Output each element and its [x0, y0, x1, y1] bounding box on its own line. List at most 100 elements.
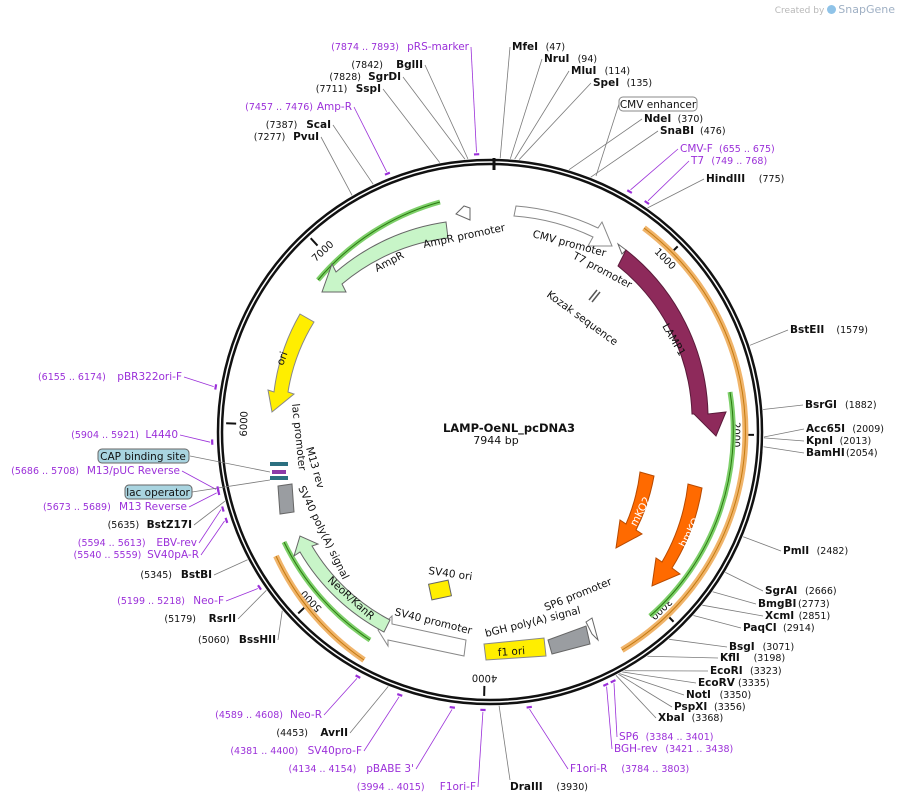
primer-name: pRS-marker	[407, 41, 470, 53]
primer-name: SV40pA-R	[147, 549, 199, 561]
label-f1-ori: f1 ori	[497, 645, 525, 659]
primer-site: F1ori-R(3784 .. 3803)	[570, 763, 689, 775]
enzyme-name: RsrII	[209, 613, 236, 625]
feature-f1-ori	[483, 637, 547, 661]
enzyme-site: PaqCI(2914)	[743, 622, 815, 634]
enzyme-position: (2009)	[852, 424, 884, 435]
primer-leader-line	[477, 711, 484, 788]
enzyme-site: Acc65I(2009)	[806, 423, 884, 435]
svg-text:lac operator: lac operator	[126, 487, 190, 499]
enzyme-position: (3335)	[738, 678, 770, 689]
primer-range: (3421 .. 3438)	[665, 744, 733, 755]
primer-name: BGH-rev	[614, 743, 658, 755]
feature-cmv-promoter	[513, 205, 613, 247]
primer-leader-line	[470, 46, 477, 153]
primer-site: M13/pUC Reverse(5686 .. 5708)	[11, 465, 180, 477]
primer-site: pBABE 3'(4134 .. 4154)	[289, 763, 414, 775]
feature-m13rev-bar	[270, 462, 288, 466]
enzyme-leader-line	[615, 675, 657, 719]
primer-range: (4134 .. 4154)	[289, 764, 357, 775]
enzyme-site: BstZ17I(5635)	[108, 519, 192, 531]
primer-leader-line	[353, 106, 388, 172]
boxed-cap-binding-site: CAP binding site	[97, 448, 190, 464]
enzyme-position: (3356)	[714, 702, 746, 713]
feature-kozak-mark	[588, 289, 598, 301]
enzyme-name: SgrAI	[765, 585, 797, 597]
orf-arc-orange-right	[620, 225, 749, 653]
label-lac-promoter: lac promoter	[289, 403, 308, 472]
enzyme-position: (3323)	[750, 666, 782, 677]
plasmid-length: 7944 bp	[473, 434, 518, 447]
enzyme-leader-line	[763, 404, 804, 410]
enzyme-position: (2773)	[798, 599, 830, 610]
orf-arc-green-top-line	[317, 201, 441, 281]
primer-range: (4381 .. 4400)	[230, 746, 298, 757]
enzyme-name: NdeI	[644, 113, 671, 125]
enzyme-leader-line	[518, 82, 592, 160]
enzyme-name: PspXI	[674, 701, 707, 713]
enzyme-position: (7842)	[351, 60, 383, 71]
primer-name: L4440	[145, 429, 178, 441]
enzyme-site: MfeI(47)	[512, 41, 565, 53]
enzyme-name: PvuI	[293, 131, 319, 143]
primer-range: (4589 .. 4608)	[215, 710, 283, 721]
enzyme-name: MfeI	[512, 41, 538, 53]
enzyme-name: EcoRI	[710, 665, 743, 677]
primer-range: (5904 .. 5921)	[71, 430, 139, 441]
enzyme-position: (114)	[605, 66, 631, 77]
label-sv40-ori: SV40 ori	[428, 565, 473, 583]
feature-ampr-promoter	[455, 205, 471, 221]
feature-lac-bar	[272, 470, 286, 474]
boxed-cmv-enhancer: CMV enhancer	[618, 96, 698, 112]
boxed-lac-operator: lac operator	[124, 484, 193, 500]
primer-name: SV40pro-F	[308, 745, 362, 757]
feature-bgh-polya	[547, 625, 591, 655]
enzyme-name: SpeI	[593, 77, 619, 89]
primer-bar	[224, 517, 229, 524]
enzyme-position: (135)	[627, 78, 653, 89]
orf-arc-orange-right-line	[621, 227, 746, 651]
primer-bar	[626, 189, 633, 194]
enzyme-site: PmlI(2482)	[783, 545, 848, 557]
primer-range: (5594 .. 5613)	[78, 538, 146, 549]
enzyme-leader-line	[743, 536, 782, 552]
primer-site: SV40pA-R (5540 .. 5559)	[74, 549, 199, 561]
primer-bar	[526, 705, 532, 709]
enzyme-leader-line	[382, 88, 441, 163]
enzyme-leader-line	[763, 446, 805, 454]
primer-range: (7874 .. 7893)	[331, 42, 399, 53]
primer-range: (5540 .. 5559)	[74, 550, 142, 561]
primer-name: Neo-F	[193, 595, 224, 607]
enzyme-position: (1579)	[836, 325, 868, 336]
enzyme-position: (7387)	[266, 120, 298, 131]
enzyme-name: XbaI	[658, 712, 685, 724]
primer-leader-line	[613, 683, 618, 738]
enzyme-position: (1882)	[845, 400, 877, 411]
primer-site: EBV-rev(5594 .. 5613)	[78, 537, 197, 549]
enzyme-name: EcoRV	[698, 677, 736, 689]
enzyme-site: KpnI(2013)	[806, 435, 871, 447]
primer-leader-line	[323, 678, 358, 716]
feature-sv40-promoter	[377, 614, 467, 657]
primer-site: Neo-F(5199 .. 5218)	[117, 595, 224, 607]
label-ori: ori	[275, 350, 291, 367]
enzyme-position: (5060)	[198, 635, 230, 646]
enzyme-leader-line	[514, 70, 570, 160]
feature-ori	[267, 313, 315, 413]
enzyme-site: EcoRI (3323)	[710, 665, 782, 677]
enzyme-position: (2482)	[817, 546, 849, 557]
enzyme-position: (5179)	[164, 614, 196, 625]
enzyme-position: (2851)	[799, 611, 831, 622]
primer-site: L4440 (5904 .. 5921)	[71, 429, 178, 441]
enzyme-site: BamHI(2054)	[806, 447, 878, 459]
primer-bar	[449, 705, 456, 709]
scale-tick	[309, 237, 319, 247]
primer-site: T7(749 .. 768)	[690, 155, 767, 167]
enzyme-site: DraIII(3930)	[510, 781, 588, 793]
enzyme-name: BstBI	[181, 569, 212, 581]
enzyme-site: PspXI (3356)	[674, 701, 746, 713]
enzyme-position: (2914)	[783, 623, 815, 634]
enzyme-leader-line	[763, 428, 805, 438]
enzyme-position: (3198)	[754, 653, 786, 664]
